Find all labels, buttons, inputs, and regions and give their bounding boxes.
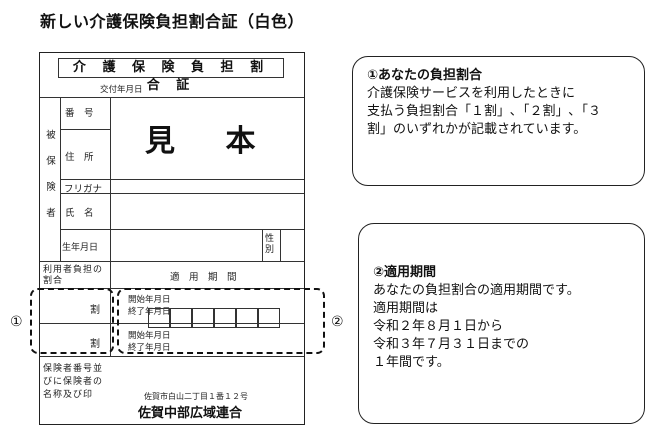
dob-label: 生年月日 bbox=[62, 243, 99, 253]
insurer-label: 保険者番号並びに保険者の名称及び印 bbox=[43, 364, 104, 400]
callout-2-line: １年間です。 bbox=[373, 355, 450, 370]
certificate-title: 介 護 保 険 負 担 割 合 証 bbox=[58, 58, 284, 93]
ratio-value-2: 割 bbox=[90, 339, 100, 350]
marker-2: ② bbox=[331, 314, 344, 330]
insured-label: 被保険者 bbox=[46, 130, 56, 219]
row-divider bbox=[40, 356, 304, 357]
col-divider bbox=[60, 97, 61, 261]
row-divider bbox=[40, 97, 304, 98]
row-divider bbox=[60, 129, 110, 130]
sex-label: 性別 bbox=[265, 234, 275, 255]
row-divider bbox=[60, 179, 304, 180]
row-divider bbox=[40, 261, 304, 262]
insurer-number-box bbox=[214, 308, 236, 328]
insurer-number-box bbox=[170, 308, 192, 328]
callout-2-line: 適用期間は bbox=[373, 301, 439, 316]
end-date-label-2: 終了年月日 bbox=[128, 343, 171, 353]
callout-2-line: 令和２年８月１日から bbox=[373, 319, 504, 334]
col-divider bbox=[262, 229, 263, 261]
burden-ratio-label: 利用者負担の割合 bbox=[43, 265, 104, 286]
insurer-number-box bbox=[192, 308, 214, 328]
insurer-number-box bbox=[258, 308, 280, 328]
callout-2-heading: ②適用期間 bbox=[373, 265, 437, 280]
col-divider bbox=[110, 97, 111, 356]
burden-certificate-card: 介 護 保 険 負 担 割 合 証 交付年月日 被保険者 番 号 住 所 フリガ… bbox=[39, 52, 305, 425]
callout-1-line: 介護保険サービスを利用したときに bbox=[367, 86, 576, 101]
callout-2-line: 令和３年７月３１日までの bbox=[373, 337, 530, 352]
start-date-label-1: 開始年月日 bbox=[128, 295, 171, 305]
col-divider bbox=[280, 229, 281, 261]
row-divider bbox=[40, 323, 304, 324]
address-label: 住 所 bbox=[65, 152, 94, 163]
callout-2-line: あなたの負担割合の適用期間です。 bbox=[373, 283, 580, 298]
insurer-name: 佐賀中部広域連合 bbox=[138, 406, 243, 421]
callout-1-line: 支払う負担割合「１割」､「２割」､「３ bbox=[367, 104, 602, 119]
ratio-value-1: 割 bbox=[90, 305, 100, 316]
furigana-label: フリガナ bbox=[64, 184, 103, 195]
callout-1-heading: ①あなたの負担割合 bbox=[367, 68, 483, 83]
insurer-address: 佐賀市白山二丁目１番１２号 bbox=[144, 392, 248, 401]
callout-period: ②適用期間 あなたの負担割合の適用期間です。 適用期間は 令和２年８月１日から … bbox=[358, 223, 645, 424]
start-date-label-2: 開始年月日 bbox=[128, 331, 171, 341]
page-title: 新しい介護保険負担割合証（白色） bbox=[40, 12, 305, 31]
row-divider bbox=[60, 229, 304, 230]
period-label: 適 用 期 間 bbox=[170, 272, 237, 283]
callout-burden-ratio: ①あなたの負担割合 介護保険サービスを利用したときに 支払う負担割合「１割」､「… bbox=[352, 56, 645, 186]
callout-1-line: 割」のいずれかが記載されています。 bbox=[367, 122, 587, 137]
name-label: 氏 名 bbox=[65, 208, 94, 219]
end-date-label-1: 終了年月日 bbox=[128, 307, 171, 317]
period-highlight bbox=[117, 288, 325, 354]
row-divider bbox=[60, 193, 304, 194]
insurer-number-box bbox=[236, 308, 258, 328]
number-label: 番 号 bbox=[65, 108, 94, 119]
marker-1: ① bbox=[10, 314, 23, 330]
burden-ratio-highlight bbox=[30, 288, 114, 354]
insurer-number-box bbox=[148, 308, 170, 328]
issue-date-label: 交付年月日 bbox=[100, 85, 143, 95]
sample-watermark: 見 本 bbox=[145, 124, 276, 159]
